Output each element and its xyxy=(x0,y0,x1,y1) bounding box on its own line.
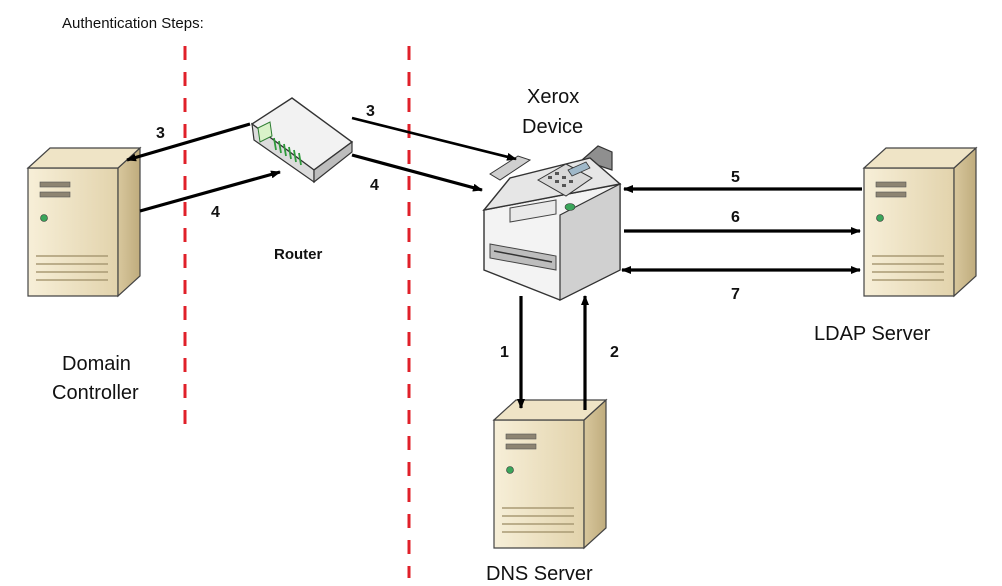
step-label-device-to-dns: 1 xyxy=(500,344,509,361)
ldap-server-label: LDAP Server xyxy=(814,323,931,345)
arrow-router-to-domain-controller xyxy=(126,122,251,162)
arrow-domain-controller-to-router xyxy=(139,170,281,213)
step-label-router-to-device: 4 xyxy=(370,177,379,194)
ldap-server-icon xyxy=(863,147,977,297)
step-label-dns-to-device: 2 xyxy=(610,344,619,361)
step-label-device-to-ldap: 6 xyxy=(731,209,740,226)
xerox-device-label-line2: Device xyxy=(522,116,583,138)
domain-controller-server-icon xyxy=(27,147,141,297)
dns-server-icon xyxy=(493,399,607,549)
step-label-device-to-router: 3 xyxy=(366,103,375,120)
step-label-ldap-to-device: 5 xyxy=(731,169,740,186)
dns-server-label: DNS Server xyxy=(486,563,593,585)
domain-controller-label-line2: Controller xyxy=(52,382,139,404)
diagram-heading: Authentication Steps: xyxy=(62,15,204,32)
domain-controller-label-line1: Domain xyxy=(62,353,131,375)
arrow-router-to-device xyxy=(351,153,483,192)
xerox-device-label-line1: Xerox xyxy=(527,86,579,108)
step-label-router-to-dc: 3 xyxy=(156,125,165,142)
step-label-dc-to-router: 4 xyxy=(211,204,220,221)
xerox-device-icon xyxy=(482,145,622,301)
line-device-to-router xyxy=(351,116,517,161)
router-label: Router xyxy=(274,246,322,263)
step-label-device-ldap-both: 7 xyxy=(731,286,740,303)
router-icon xyxy=(250,97,354,184)
